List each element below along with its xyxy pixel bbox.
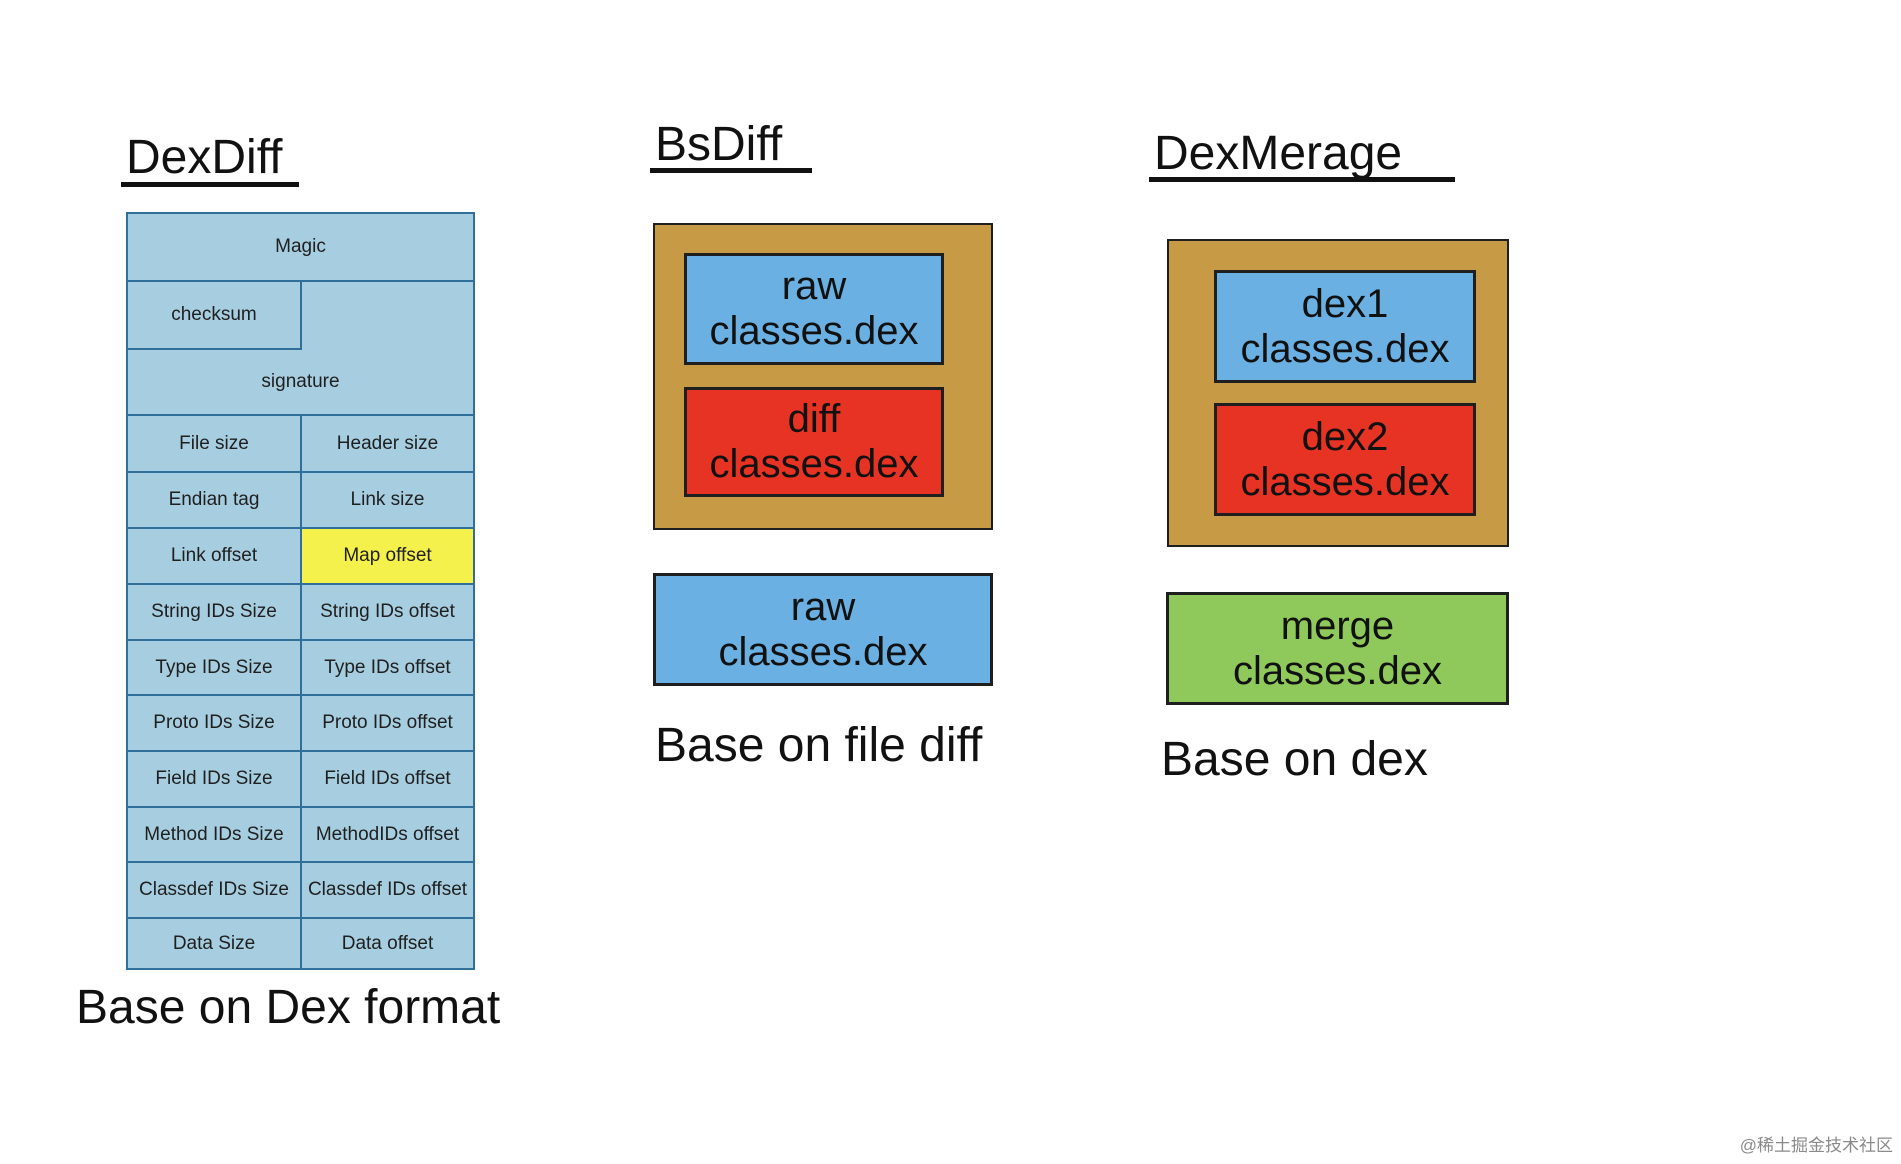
bsdiff-result-file: classes.dex: [718, 629, 928, 674]
dexmerge-dex2-file: classes.dex: [1240, 459, 1450, 504]
table-divider: [128, 348, 302, 350]
bsdiff-raw-box: raw classes.dex: [684, 253, 944, 365]
dexmerge-dex2-box: dex2 classes.dex: [1214, 403, 1476, 516]
signature-cell: signature: [261, 371, 340, 392]
dexmerge-result-file: classes.dex: [1233, 648, 1442, 693]
dexdiff-title: DexDiff: [126, 131, 283, 184]
data-size-cell: Data Size: [172, 932, 256, 954]
string-ids-offset-cell: String IDs offset: [320, 601, 455, 622]
string-ids-size-cell: String IDs Size: [151, 601, 277, 622]
header-size-cell: Header size: [336, 432, 439, 454]
endian-tag-cell: Endian tag: [168, 489, 260, 510]
dexmerge-dex1-label: dex1: [1301, 281, 1389, 326]
method-ids-size-cell: Method IDs Size: [144, 823, 284, 845]
checksum-cell: checksum: [171, 304, 257, 325]
field-ids-offset-cell: Field IDs offset: [324, 768, 451, 789]
type-ids-offset-cell: Type IDs offset: [324, 656, 451, 678]
bsdiff-title: BsDiff: [655, 118, 783, 171]
proto-ids-offset-cell: Proto IDs offset: [322, 712, 453, 733]
data-offset-cell: Data offset: [341, 932, 434, 954]
link-offset-cell: Link offset: [170, 545, 258, 566]
bsdiff-caption: Base on file diff: [655, 719, 983, 772]
dexdiff-caption: Base on Dex format: [76, 981, 501, 1034]
bsdiff-raw-file: classes.dex: [709, 309, 919, 353]
table-divider: [300, 415, 302, 970]
type-ids-size-cell: Type IDs Size: [155, 656, 273, 678]
bsdiff-result-label: raw: [790, 584, 856, 629]
dexmerge-caption: Base on dex: [1161, 733, 1428, 786]
dex-header-table: Magic checksum signature File size Heade…: [126, 212, 475, 970]
dexmerge-dex1-box: dex1 classes.dex: [1214, 270, 1476, 383]
dexmerge-result-label: merge: [1280, 603, 1395, 648]
table-divider: [300, 281, 302, 349]
field-ids-size-cell: Field IDs Size: [155, 768, 273, 789]
bsdiff-diff-file: classes.dex: [709, 442, 919, 486]
dexmerge-result-box: merge classes.dex: [1166, 592, 1509, 705]
bsdiff-result-box: raw classes.dex: [653, 573, 993, 686]
classdef-ids-size-cell: Classdef IDs Size: [139, 879, 289, 900]
bsdiff-diff-box: diff classes.dex: [684, 387, 944, 497]
bsdiff-diff-label: diff: [787, 397, 841, 442]
dexmerge-dex1-file: classes.dex: [1240, 326, 1450, 371]
site-watermark: @稀土掘金技术社区: [1739, 1136, 1893, 1155]
method-ids-offset-cell: MethodIDs offset: [315, 823, 460, 845]
classdef-ids-offset-cell: Classdef IDs offset: [307, 879, 468, 900]
bsdiff-raw-label: raw: [781, 264, 847, 309]
link-size-cell: Link size: [350, 489, 425, 510]
dexdiff-title-underline: [121, 182, 299, 187]
magic-cell: Magic: [275, 236, 326, 257]
map-offset-cell: Map offset: [302, 529, 473, 583]
dexmerge-title: DexMerage: [1154, 127, 1403, 180]
proto-ids-size-cell: Proto IDs Size: [153, 712, 275, 733]
bsdiff-title-underline: [650, 168, 812, 173]
dexmerge-dex2-label: dex2: [1301, 414, 1389, 459]
dexmerge-title-underline: [1149, 177, 1455, 182]
file-size-cell: File size: [179, 432, 249, 454]
